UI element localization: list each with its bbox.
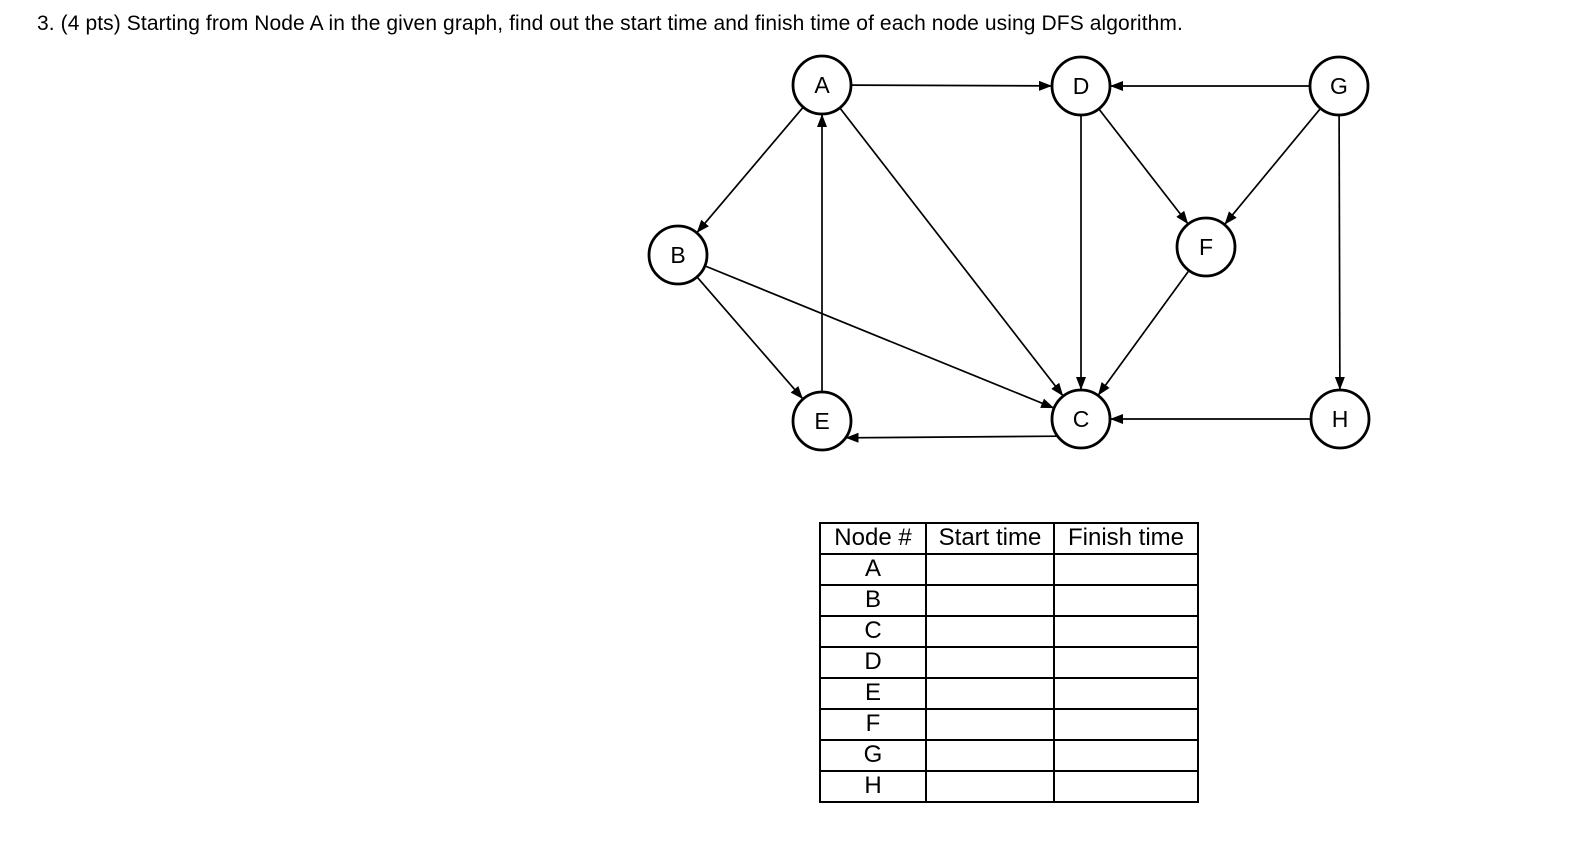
node-circle-B — [647, 224, 709, 286]
node-label-B: B — [670, 242, 685, 268]
node-label-cell: G — [819, 739, 927, 772]
node-label-H: H — [1332, 406, 1349, 432]
finish-time-cell — [1053, 615, 1199, 648]
table-row: F — [819, 708, 1199, 741]
node-circle-F — [1175, 216, 1237, 278]
edge-F-to-C — [1097, 269, 1190, 397]
node-label-G: G — [1330, 73, 1348, 99]
edge-A-to-D — [850, 80, 1053, 91]
start-time-cell — [925, 584, 1055, 617]
table-header-row: Node # Start time Finish time — [819, 522, 1199, 555]
node-label-cell: D — [819, 646, 927, 679]
graph-node-E: E — [791, 390, 853, 452]
finish-time-cell — [1053, 739, 1199, 772]
node-circle-H — [1309, 388, 1371, 450]
graph-node-D: D — [1050, 55, 1112, 117]
start-time-cell — [925, 677, 1055, 710]
table-row: C — [819, 615, 1199, 648]
finish-time-cell — [1053, 553, 1199, 586]
start-time-cell — [925, 708, 1055, 741]
finish-time-cell — [1053, 584, 1199, 617]
finish-time-cell — [1053, 677, 1199, 710]
node-label-D: D — [1073, 73, 1090, 99]
start-time-cell — [925, 739, 1055, 772]
node-label-cell: H — [819, 770, 927, 803]
table-row: E — [819, 677, 1199, 710]
node-label-C: C — [1073, 406, 1090, 432]
node-label-cell: C — [819, 615, 927, 648]
edge-D-to-F — [1098, 108, 1189, 225]
start-time-cell — [925, 615, 1055, 648]
graph-node-F: F — [1175, 216, 1237, 278]
table-row: D — [819, 646, 1199, 679]
node-circle-E — [791, 390, 853, 452]
table-row: A — [819, 553, 1199, 586]
edge-B-to-C — [704, 265, 1055, 409]
col-header-start-time: Start time — [925, 522, 1055, 555]
start-time-cell — [925, 770, 1055, 803]
finish-time-cell — [1053, 708, 1199, 741]
node-circle-A — [791, 54, 853, 116]
edge-C-to-E — [845, 432, 1058, 443]
edge-G-to-F — [1223, 107, 1322, 226]
node-circle-C — [1050, 388, 1112, 450]
node-label-F: F — [1199, 234, 1213, 260]
table-row: G — [819, 739, 1199, 772]
node-circle-G — [1308, 55, 1370, 117]
start-time-cell — [925, 646, 1055, 679]
graph-node-B: B — [647, 224, 709, 286]
graph-node-G: G — [1308, 55, 1370, 117]
dfs-graph-canvas: A B C D E F G H — [647, 54, 1371, 452]
graph-node-H: H — [1309, 388, 1371, 450]
node-circle-D — [1050, 55, 1112, 117]
node-label-E: E — [814, 408, 829, 434]
graph-node-A: A — [791, 54, 853, 116]
table-row: B — [819, 584, 1199, 617]
col-header-finish-time: Finish time — [1053, 522, 1199, 555]
node-label-cell: F — [819, 708, 927, 741]
node-label-cell: A — [819, 553, 927, 586]
node-label-cell: B — [819, 584, 927, 617]
col-header-node: Node # — [819, 522, 927, 555]
edge-A-to-C — [839, 107, 1064, 397]
finish-time-cell — [1053, 646, 1199, 679]
question-text: 3. (4 pts) Starting from Node A in the g… — [37, 12, 1183, 35]
start-time-cell — [925, 553, 1055, 586]
node-label-cell: E — [819, 677, 927, 710]
edge-A-to-B — [696, 106, 804, 234]
edge-B-to-E — [696, 276, 804, 400]
edge-G-to-H — [1334, 114, 1345, 391]
graph-node-C: C — [1050, 388, 1112, 450]
finish-time-cell — [1053, 770, 1199, 803]
table-row: H — [819, 770, 1199, 803]
node-label-A: A — [814, 72, 830, 98]
